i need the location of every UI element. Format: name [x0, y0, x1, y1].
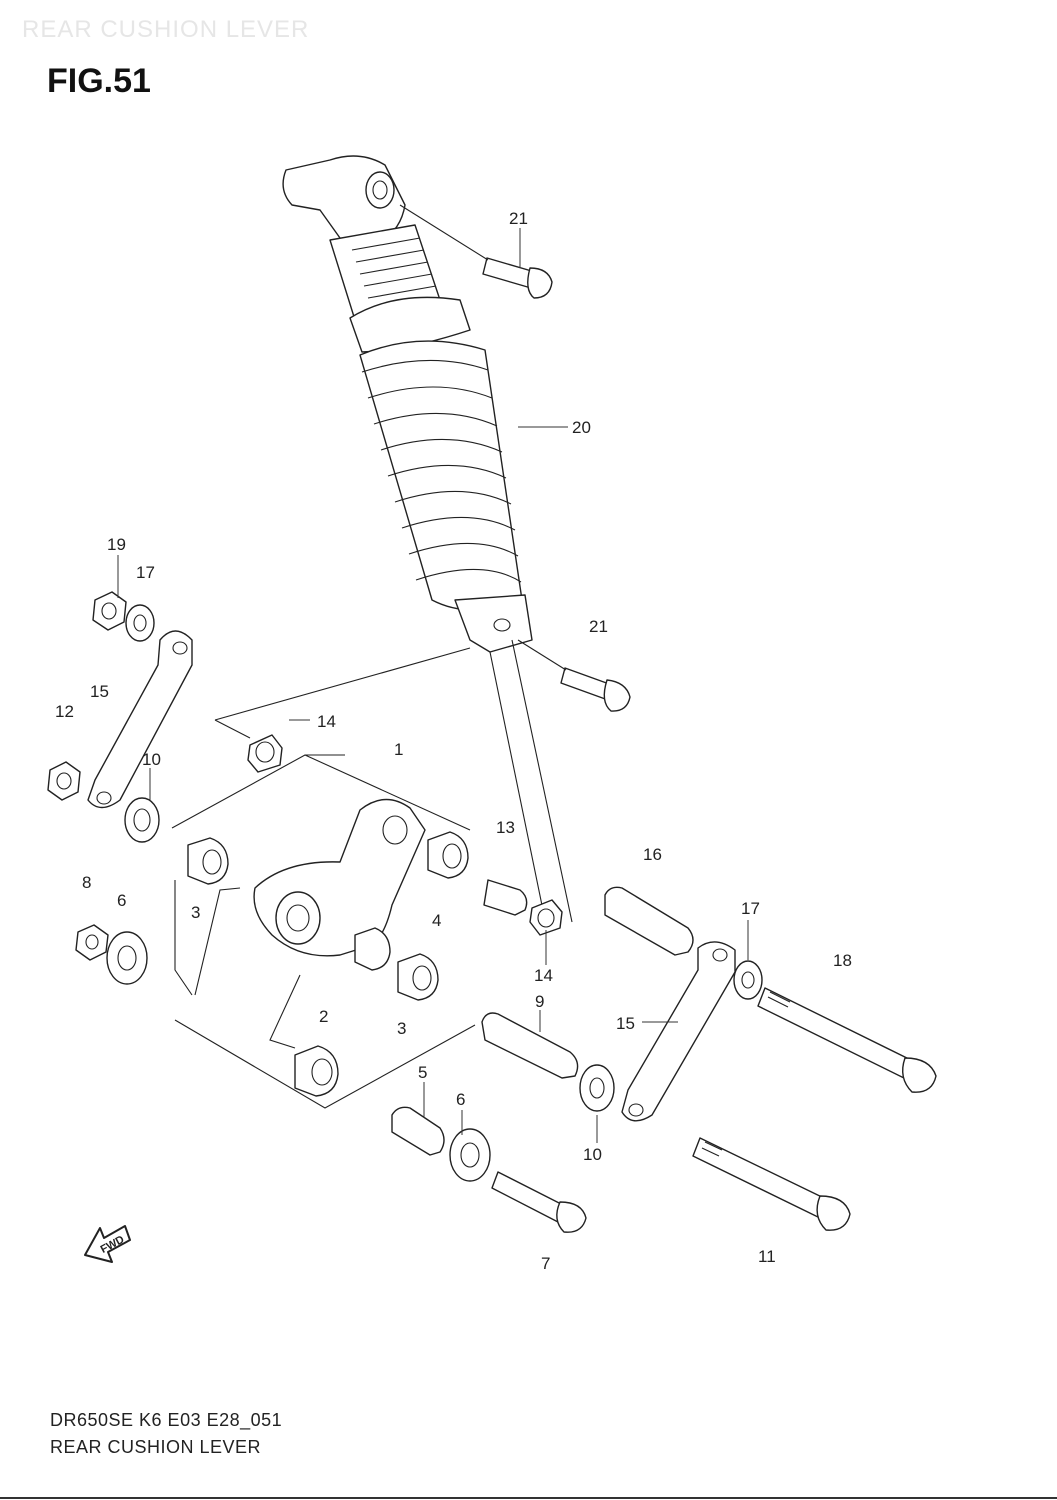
leader-lines: [117, 228, 749, 1143]
bolt-7[interactable]: [491, 1171, 587, 1233]
shaft-9[interactable]: [481, 1012, 579, 1079]
callout-9: 9: [535, 992, 544, 1011]
callout-18: 18: [833, 951, 852, 970]
spacer-5[interactable]: [391, 1106, 445, 1156]
callout-13: 13: [496, 818, 515, 837]
bushing-13[interactable]: [427, 831, 469, 879]
link-rod-left[interactable]: [87, 630, 193, 809]
callout-10-left: 10: [142, 750, 161, 769]
nut-19[interactable]: [92, 591, 127, 631]
washer-10-right[interactable]: [579, 1064, 615, 1112]
washer-17-upper[interactable]: [125, 604, 155, 642]
callout-19: 19: [107, 535, 126, 554]
link-rod-right[interactable]: [621, 941, 736, 1122]
callout-8: 8: [82, 873, 91, 892]
spacer-shaft-right[interactable]: [483, 879, 528, 916]
callout-16: 16: [643, 845, 662, 864]
rear-shock-absorber[interactable]: [282, 155, 573, 923]
callout-2: 2: [319, 1007, 328, 1026]
callout-5: 5: [418, 1063, 427, 1082]
callout-6-left: 6: [117, 891, 126, 910]
washer-6-right[interactable]: [449, 1128, 491, 1182]
assembly-outline: [171, 647, 476, 1109]
callout-17-lower: 17: [741, 899, 760, 918]
callout-15-upper: 15: [90, 682, 109, 701]
callout-10-right: 10: [583, 1145, 602, 1164]
callout-11: 11: [758, 1247, 776, 1266]
bolt-11[interactable]: [692, 1137, 851, 1231]
nut-12[interactable]: [47, 761, 81, 801]
callout-1: 1: [394, 740, 403, 759]
washer-10-left[interactable]: [124, 797, 160, 843]
washer-17-right[interactable]: [733, 960, 763, 1000]
bearing-14-lower[interactable]: [529, 899, 563, 936]
callout-15-lower: 15: [616, 1014, 635, 1033]
callout-3-upper: 3: [191, 903, 200, 922]
callout-4: 4: [432, 911, 441, 930]
callout-14-upper: 14: [317, 712, 336, 731]
bolt-21-upper[interactable]: [399, 204, 553, 299]
callout-17-upper: 17: [136, 563, 155, 582]
spacer-16[interactable]: [604, 886, 694, 956]
faint-header-title: REAR CUSHION LEVER: [22, 16, 310, 43]
bearing-14-upper[interactable]: [247, 734, 283, 773]
washer-6-left[interactable]: [106, 931, 148, 985]
footer-diagram-name: REAR CUSHION LEVER: [50, 1437, 262, 1457]
bolt-21-lower[interactable]: [517, 639, 631, 712]
callout-14-lower: 14: [534, 966, 553, 985]
callout-3-lower: 3: [397, 1019, 406, 1038]
nut-8[interactable]: [75, 924, 109, 961]
callout-6-right: 6: [456, 1090, 465, 1109]
bolt-18[interactable]: [757, 987, 937, 1093]
footer-diagram-code: DR650SE K6 E03 E28_051: [50, 1410, 283, 1430]
callout-7: 7: [541, 1254, 550, 1273]
callout-labels: 21 20 19 17 21 15 12 14 1 10 13 16 8 6 3…: [55, 209, 852, 1273]
bushing-3-lower[interactable]: [294, 1045, 339, 1097]
callout-21-lower: 21: [589, 617, 608, 636]
callout-21-upper: 21: [509, 209, 528, 228]
bottom-border: [0, 1497, 1057, 1499]
cushion-lever[interactable]: [253, 798, 426, 957]
figure-label: FIG.51: [47, 62, 151, 100]
bushing-3-upper[interactable]: [187, 837, 229, 885]
callout-20: 20: [572, 418, 591, 437]
fwd-direction-badge: FWD: [84, 1225, 131, 1263]
callout-12: 12: [55, 702, 74, 721]
bushing-4[interactable]: [354, 927, 439, 1001]
